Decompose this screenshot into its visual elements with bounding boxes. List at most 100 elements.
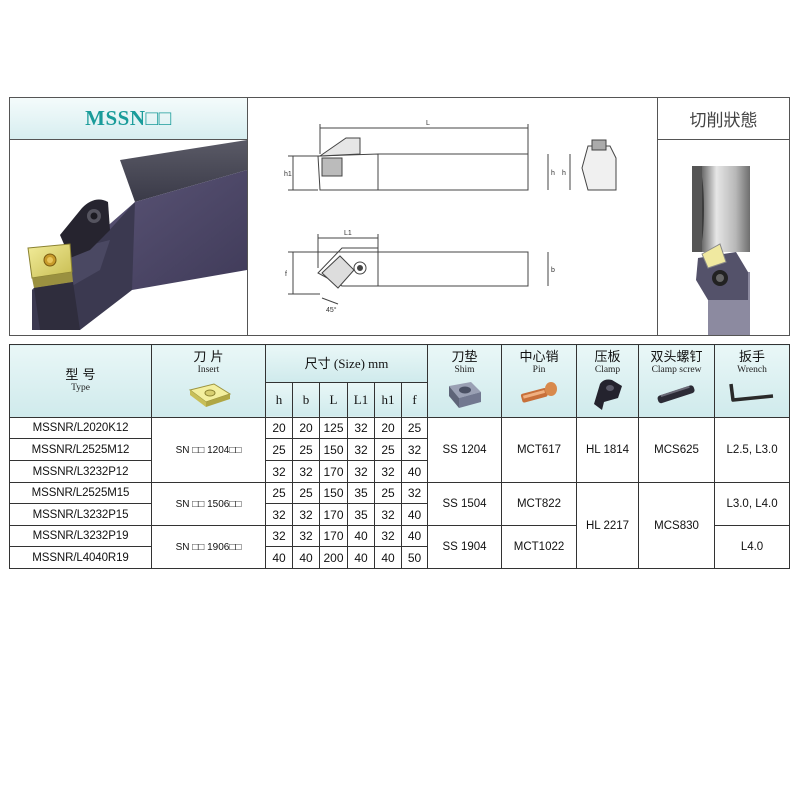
size-cell: 32: [347, 417, 375, 439]
product-image-panel: MSSN□□: [9, 97, 248, 336]
dim-angle-label: 45°: [326, 306, 337, 314]
size-cell: 32: [374, 460, 402, 483]
type-cell: MSSNR/L2525M12: [9, 438, 152, 461]
size-cell: 40: [347, 546, 375, 569]
size-cell: 32: [265, 460, 293, 483]
size-cell: 170: [319, 525, 348, 547]
insert-cell: SN □□ 1506□□: [151, 482, 266, 526]
size-cell: 170: [319, 460, 348, 483]
size-cell: 40: [292, 546, 320, 569]
dim-f-label: f: [285, 271, 287, 278]
header-size-b: b: [292, 381, 320, 419]
shim-cell: SS 1204: [427, 417, 503, 483]
dim-h1-label: h1: [284, 171, 292, 178]
table-row: MSSNR/L2525M12 25 25 150 32 25 32: [9, 438, 790, 461]
header-size-f: f: [400, 381, 429, 419]
pin-cell: MCT617: [501, 417, 578, 483]
dimension-drawing: L h1 h h L1 f b 45°: [284, 120, 617, 314]
size-cell: 150: [319, 482, 348, 504]
cutting-state-render: [692, 166, 750, 335]
pin-icon: [520, 382, 558, 403]
size-cell: 150: [319, 438, 348, 461]
header-wrench: 扳手 Wrench: [714, 344, 791, 418]
dim-h-end-label: h: [562, 170, 566, 177]
table-row: MSSNR/L2525M15 SN □□ 1506□□ 25 25 150 35…: [9, 482, 791, 569]
wrench-cell: L2.5, L3.0: [714, 417, 791, 483]
type-cell: MSSNR/L2525M15: [9, 482, 152, 504]
table-row: MSSNR/L2020K12 SN □□ 1204□□ 20 20 125 32…: [9, 417, 791, 483]
size-cell: 200: [319, 546, 348, 569]
size-cell: 32: [265, 525, 293, 547]
table-row: MSSNR/L4040R19 40 40 200 40 40 50: [9, 546, 790, 569]
size-cell: 40: [400, 460, 429, 483]
type-cell: MSSNR/L3232P15: [9, 503, 152, 526]
wrench-cell: L4.0: [714, 525, 791, 569]
cutting-state-panel: 切削狀態: [657, 97, 790, 336]
clamp-cell: HL 1814: [576, 417, 640, 483]
size-cell: 40: [374, 546, 402, 569]
size-cell: 20: [292, 417, 320, 439]
header-pin: 中心销 Pin: [501, 344, 578, 418]
header-shim: 刀垫 Shim: [427, 344, 503, 418]
size-cell: 32: [292, 525, 320, 547]
size-cell: 40: [265, 546, 293, 569]
clamp-icon: [593, 379, 622, 410]
type-cell: MSSNR/L3232P19: [9, 525, 152, 547]
insert-icon: [188, 383, 231, 407]
size-cell: 32: [374, 525, 402, 547]
header-size-L: L: [319, 381, 348, 419]
size-cell: 32: [400, 482, 429, 504]
type-cell: MSSNR/L4040R19: [9, 546, 152, 569]
size-cell: 170: [319, 503, 348, 526]
size-cell: 32: [292, 503, 320, 526]
dim-L1-label: L1: [344, 230, 352, 237]
size-cell: 32: [347, 460, 375, 483]
size-cell: 20: [374, 417, 402, 439]
cutting-state-title-bar: 切削狀態: [658, 98, 789, 140]
size-cell: 40: [400, 503, 429, 526]
size-cell: 40: [400, 525, 429, 547]
type-cell: MSSNR/L3232P12: [9, 460, 152, 483]
size-cell: 50: [400, 546, 429, 569]
pin-cell: MCT1022: [501, 525, 578, 569]
shim-cell: SS 1504: [427, 482, 503, 526]
clamp-cell: HL 2217: [576, 482, 640, 569]
size-cell: 20: [265, 417, 293, 439]
type-cell: MSSNR/L2020K12: [9, 417, 152, 439]
size-cell: 35: [347, 503, 375, 526]
cutting-state-title: 切削狀態: [689, 111, 758, 131]
shim-icon: [448, 382, 481, 408]
dimension-drawing-panel: L h1 h h L1 f b 45°: [247, 97, 658, 336]
pin-cell: MCT822: [501, 482, 578, 526]
clamp-screw-cell: MCS625: [638, 417, 716, 483]
header-size: 尺寸 (Size) mm: [264, 344, 429, 383]
size-cell: 25: [374, 482, 402, 504]
insert-cell: SN □□ 1906□□: [151, 525, 266, 569]
header-size-L1: L1: [347, 381, 375, 419]
tool-holder-render: [27, 140, 247, 330]
spec-table: 型 号 Type 刀 片 Insert 尺寸 (Size) mm 刀垫 Shim: [9, 344, 791, 569]
size-cell: 25: [292, 482, 320, 504]
header-clamp: 压板 Clamp: [576, 344, 640, 418]
table-row: MSSNR/L3232P15 32 32 170 35 32 40: [9, 503, 790, 526]
dim-h-label: h: [551, 170, 555, 177]
size-cell: 40: [347, 525, 375, 547]
dim-b-label: b: [551, 267, 555, 274]
dim-L-label: L: [426, 120, 430, 127]
header-insert: 刀 片 Insert: [151, 344, 266, 418]
header-size-h: h: [265, 381, 293, 419]
clamp-screw-cell: MCS830: [638, 482, 716, 569]
header-clamp-screw: 双头螺钉 Clamp screw: [638, 344, 716, 418]
size-cell: 32: [347, 438, 375, 461]
wrench-cell: L3.0, L4.0: [714, 482, 791, 526]
insert-cell: SN □□ 1204□□: [151, 417, 266, 483]
size-cell: 35: [347, 482, 375, 504]
size-cell: 25: [292, 438, 320, 461]
size-cell: 32: [374, 503, 402, 526]
size-cell: 32: [265, 503, 293, 526]
product-title-bar: MSSN□□: [10, 98, 247, 140]
header-type: 型 号 Type: [9, 344, 152, 418]
size-cell: 32: [292, 460, 320, 483]
size-cell: 125: [319, 417, 348, 439]
size-cell: 25: [400, 417, 429, 439]
